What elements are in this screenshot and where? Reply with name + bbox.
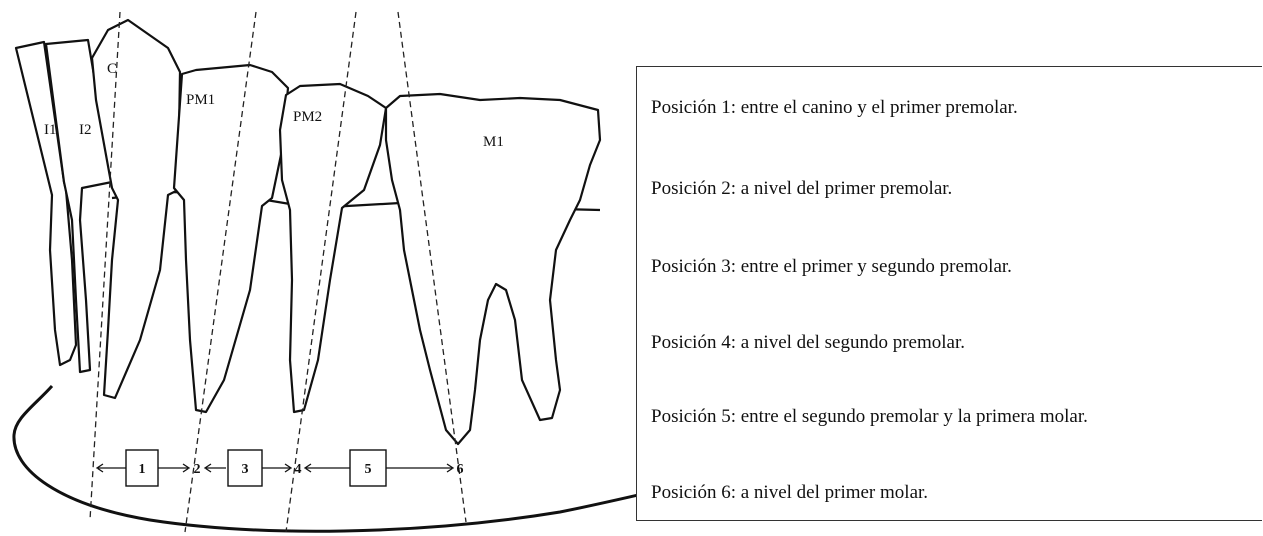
marker-2: 2: [194, 462, 201, 477]
position-legend: Posición 1: entre el canino y el primer …: [636, 66, 1262, 521]
label-pm2: PM2: [293, 109, 322, 125]
legend-position-3: Posición 3: entre el primer y segundo pr…: [651, 256, 1012, 278]
marker-1: 1: [139, 462, 146, 477]
marker-4: 4: [295, 462, 302, 477]
marker-6: 6: [457, 462, 464, 477]
mandible-outline: [14, 386, 660, 531]
canine: [92, 20, 180, 398]
label-m1: M1: [483, 134, 504, 150]
label-c: C: [107, 61, 117, 77]
legend-position-1: Posición 1: entre el canino y el primer …: [651, 97, 1018, 119]
legend-position-6: Posición 6: a nivel del primer molar.: [651, 482, 928, 504]
label-i1: I1: [44, 122, 57, 138]
marker-5: 5: [365, 462, 372, 477]
legend-position-4: Posición 4: a nivel del segundo premolar…: [651, 332, 965, 354]
premolar-1: [174, 65, 288, 412]
label-i2: I2: [79, 122, 92, 138]
premolar-2: [280, 84, 386, 412]
legend-position-5: Posición 5: entre el segundo premolar y …: [651, 406, 1088, 428]
legend-position-2: Posición 2: a nivel del primer premolar.: [651, 178, 952, 200]
label-pm1: PM1: [186, 92, 215, 108]
marker-3: 3: [242, 462, 249, 477]
